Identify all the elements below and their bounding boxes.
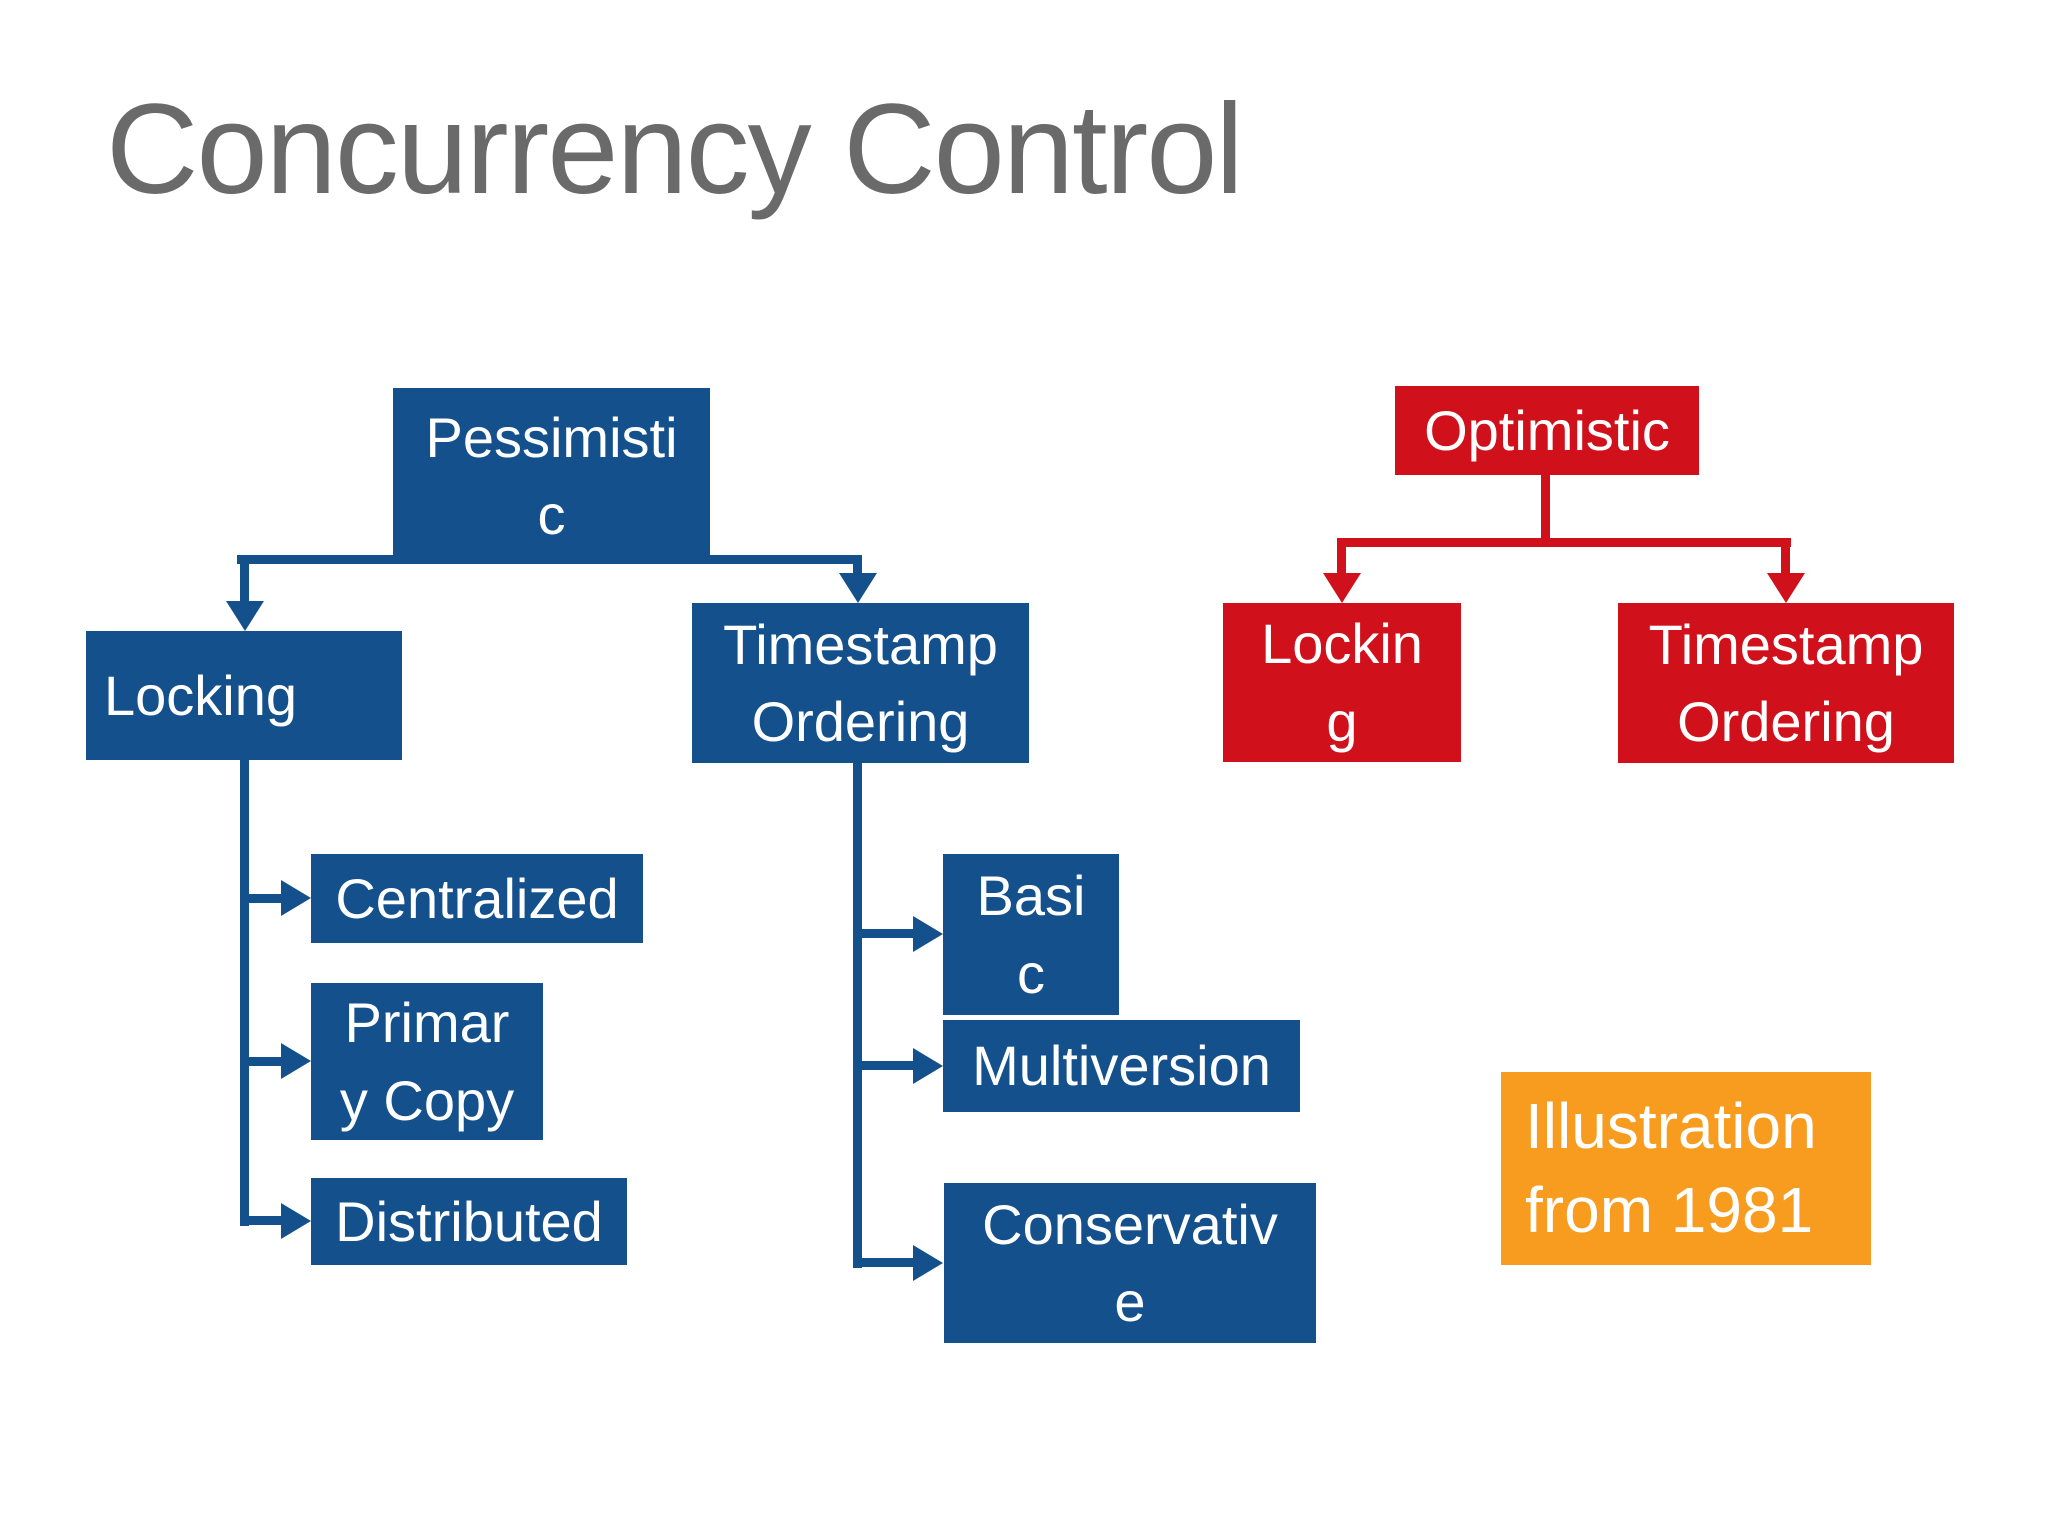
arrow-right-to-distributed-icon: [281, 1203, 311, 1239]
node-optimistic: Optimistic: [1395, 386, 1699, 475]
node-conservative: Conservativ e: [944, 1183, 1316, 1343]
node-primary-copy-line1: Primar: [344, 991, 510, 1055]
node-locking-pessimistic: Locking: [86, 631, 402, 760]
node-basic-line1: Basi: [976, 864, 1086, 928]
annotation-line1: Illustration: [1525, 1090, 1817, 1163]
node-pessimistic-line2: c: [537, 483, 566, 546]
node-basic-line2: c: [1017, 941, 1045, 1005]
branch-primary-copy-hline: [240, 1057, 285, 1066]
node-locking-optimistic: Lockin g: [1223, 603, 1461, 762]
branch-distributed-hline: [240, 1216, 285, 1225]
arrow-down-to-red-locking-icon: [1323, 573, 1361, 603]
optimistic-children-hline: [1337, 538, 1791, 547]
node-multiversion-label: Multiversion: [972, 1034, 1271, 1098]
optimistic-stem-vline: [1541, 475, 1550, 547]
optimistic-to-timestamp-shaft: [1781, 538, 1790, 575]
node-red-locking-line1: Lockin: [1261, 612, 1423, 676]
node-red-locking-line2: g: [1326, 689, 1358, 753]
node-timestamp-ordering-pessimistic: Timestamp Ordering: [692, 603, 1029, 763]
node-basic: Basi c: [943, 854, 1119, 1015]
branch-conservative-hline: [853, 1258, 913, 1267]
branch-centralized-hline: [240, 894, 285, 903]
annotation-illustration-1981: Illustration from 1981: [1501, 1072, 1871, 1265]
node-timestamp-line1: Timestamp: [723, 612, 998, 676]
timestamp-trunk-vline: [853, 763, 862, 1268]
optimistic-to-locking-shaft: [1337, 538, 1346, 575]
node-primary-copy-line2: y Copy: [339, 1068, 515, 1132]
node-timestamp-ordering-optimistic: Timestamp Ordering: [1618, 603, 1954, 763]
arrow-down-to-timestamp-icon: [839, 573, 877, 603]
node-distributed: Distributed: [311, 1178, 627, 1265]
arrow-right-to-conservative-icon: [913, 1245, 943, 1281]
node-timestamp-line2: Ordering: [751, 690, 970, 753]
pessimistic-to-locking-shaft: [240, 555, 249, 605]
node-pessimistic: Pessimisti c: [393, 388, 710, 564]
node-primary-copy: Primar y Copy: [311, 983, 543, 1140]
node-red-timestamp-line1: Timestamp: [1648, 612, 1924, 676]
arrow-right-to-basic-icon: [913, 916, 943, 952]
arrow-right-to-centralized-icon: [281, 880, 311, 916]
arrow-down-to-red-timestamp-icon: [1767, 573, 1805, 603]
node-pessimistic-line1: Pessimisti: [425, 405, 678, 469]
node-optimistic-label: Optimistic: [1424, 398, 1670, 462]
annotation-line2: from 1981: [1525, 1173, 1814, 1246]
pessimistic-to-timestamp-shaft: [853, 555, 862, 583]
arrow-right-to-primary-copy-icon: [281, 1043, 311, 1079]
node-centralized-label: Centralized: [335, 866, 619, 930]
node-multiversion: Multiversion: [943, 1020, 1300, 1112]
slide-title: Concurrency Control: [106, 78, 1244, 221]
branch-multiversion-hline: [853, 1061, 913, 1070]
node-red-timestamp-line2: Ordering: [1677, 690, 1895, 753]
arrow-down-to-locking-icon: [226, 601, 264, 631]
branch-basic-hline: [853, 929, 913, 938]
node-locking-label: Locking: [104, 663, 298, 727]
locking-trunk-vline: [240, 760, 249, 1226]
node-distributed-label: Distributed: [335, 1189, 603, 1253]
node-conservative-line1: Conservativ: [982, 1192, 1278, 1256]
node-conservative-line2: e: [1114, 1270, 1146, 1333]
arrow-right-to-multiversion-icon: [913, 1048, 943, 1084]
node-centralized: Centralized: [311, 854, 643, 943]
